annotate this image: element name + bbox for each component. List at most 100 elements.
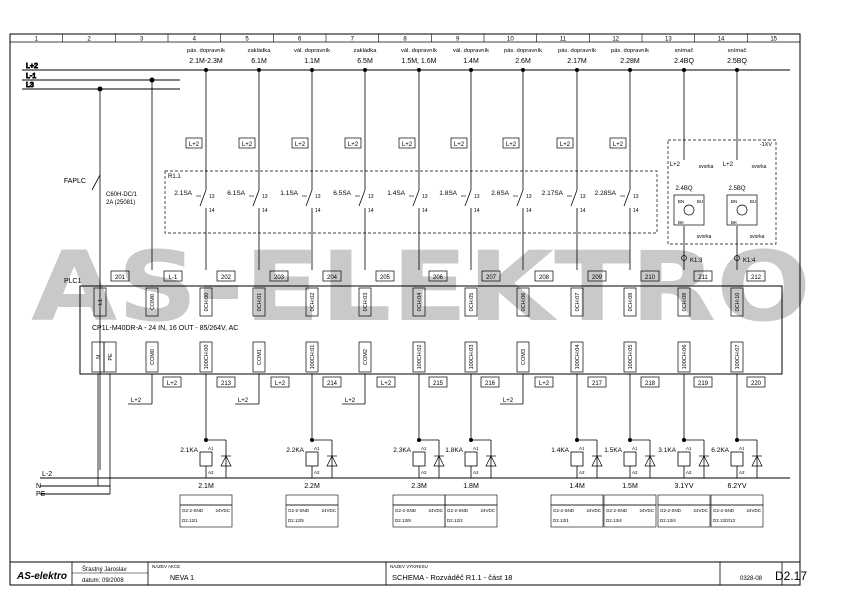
pin-14: 14	[209, 208, 215, 214]
wire-number: 220	[751, 381, 762, 387]
diode-symbol	[220, 455, 232, 467]
plc-output-label: 100CH:07	[735, 345, 741, 370]
device-description: zakládka	[354, 48, 378, 54]
lplus-tag-box	[502, 137, 520, 149]
contact-type: G2-2-SND	[447, 508, 469, 513]
svorka-label: svorka	[752, 164, 767, 170]
column-number: 9	[456, 37, 460, 43]
watermark-text: AS-ELEKTRO	[31, 231, 811, 343]
device-id: 6.5M	[357, 58, 373, 65]
contact-voltage: 24VDC	[215, 508, 230, 513]
pin-14: 14	[315, 208, 321, 214]
device-id: 1.4M	[463, 58, 479, 65]
contact-ref: D2.12/2	[447, 518, 463, 523]
plc-output-label: PE	[108, 353, 114, 361]
plc-input-label: 0CH:00	[204, 293, 210, 312]
sensor-id: 2.4BQ	[675, 186, 692, 192]
junction-dot	[735, 438, 739, 442]
coil-a2: A2	[208, 470, 214, 475]
contact-ref-box	[444, 504, 498, 528]
wire-number-box	[428, 270, 448, 282]
contact-blade	[252, 189, 260, 207]
lplus-tag: L+2	[506, 142, 517, 148]
term-bu: BU	[750, 199, 756, 204]
contact-type: G2-2-SND	[553, 508, 575, 513]
junction-dot	[469, 438, 473, 442]
wire-number-box	[534, 376, 554, 388]
contact-type: G2-2-SND	[660, 508, 682, 513]
lplus-tag-box	[609, 137, 627, 149]
diode-symbol	[485, 455, 497, 467]
coil-target: 6.2YV	[727, 483, 746, 490]
lplus-tag: L+2	[348, 142, 359, 148]
contact-label: 1.1SA	[280, 190, 298, 197]
k-terminal	[681, 255, 687, 261]
contact-blade	[516, 189, 524, 207]
wire-number-box	[640, 376, 660, 388]
wire-number: 207	[486, 275, 497, 281]
project-label: NÁZEV AKCE	[152, 563, 180, 569]
top-device-section: pás. dopravník2.1M-2.3Mzakládka6.1Mvál. …	[64, 48, 777, 470]
svorka-label: svorka	[750, 234, 765, 240]
column-number: 5	[245, 37, 249, 43]
plc-input-terminal	[358, 287, 372, 317]
device-id: 2.4BQ	[674, 58, 694, 65]
device-id: 6.1M	[251, 58, 267, 65]
plc-output-label: 100CH:06	[682, 345, 688, 370]
device-id: 1.1M	[304, 58, 320, 65]
contact-ref: D2.13/9	[395, 518, 411, 523]
coil-target: 1.8M	[463, 483, 479, 490]
wire-number-box	[163, 270, 183, 282]
contact-ref: D2.12/5	[288, 518, 304, 523]
plc-input-label: 0CH:09	[682, 293, 688, 312]
contact-type: G2-2-SND	[395, 508, 417, 513]
plc-input-label: COM0	[150, 294, 156, 310]
coil-label: 1.4KA	[551, 447, 569, 454]
contact-label: 1.8SA	[439, 190, 457, 197]
contact-voltage: 24VDC	[428, 508, 443, 513]
plc-input-label: 0CH:01	[257, 293, 263, 312]
pin-13: 13	[262, 194, 268, 200]
term-bk: BK	[731, 220, 737, 225]
wire-number: 218	[645, 381, 656, 387]
wire-number: L+2	[275, 381, 286, 387]
contact-ref-header	[179, 494, 233, 506]
device-description: pás. dopravník	[187, 48, 225, 54]
k-terminal	[734, 255, 740, 261]
lplus-tag: L+2	[454, 142, 465, 148]
coil-a2: A2	[686, 470, 692, 475]
coil-target: 2.2M	[304, 483, 320, 490]
drawing-frame	[9, 33, 801, 586]
plc-output-label: COM2	[363, 349, 369, 365]
device-description: zakládka	[248, 48, 272, 54]
rail-label: PE	[36, 491, 46, 498]
wire-number: 201	[115, 275, 126, 281]
wire-number: 210	[645, 275, 656, 281]
term-bn: BN	[678, 199, 684, 204]
pin-14: 14	[580, 208, 586, 214]
contact-ref-header	[285, 494, 339, 506]
author: Šťastný Jaroslav	[82, 566, 127, 573]
wire-number-box	[269, 270, 289, 282]
relay-coil	[570, 451, 584, 467]
column-number: 13	[665, 37, 672, 43]
coil-target: 2.1M	[198, 483, 214, 490]
plc-input-terminal	[730, 287, 744, 317]
plc-input-terminal	[412, 287, 426, 317]
breaker-label: FAPLC	[64, 178, 86, 185]
wire-number-box	[693, 270, 713, 282]
wire-number: L-1	[169, 275, 178, 281]
device-description: vál. dopravník	[401, 48, 437, 54]
lplus-tag-box	[344, 137, 362, 149]
term-bn: BN	[731, 199, 737, 204]
diode-symbol	[698, 455, 710, 467]
wire-number-box	[216, 270, 236, 282]
pin-13: 13	[368, 194, 374, 200]
contact-ref-header	[657, 494, 711, 506]
sensor-symbol	[736, 204, 748, 216]
plc-input-terminal	[570, 287, 584, 317]
contact-voltage: 24VDC	[746, 508, 761, 513]
coil-label: 3.1KA	[658, 447, 676, 454]
